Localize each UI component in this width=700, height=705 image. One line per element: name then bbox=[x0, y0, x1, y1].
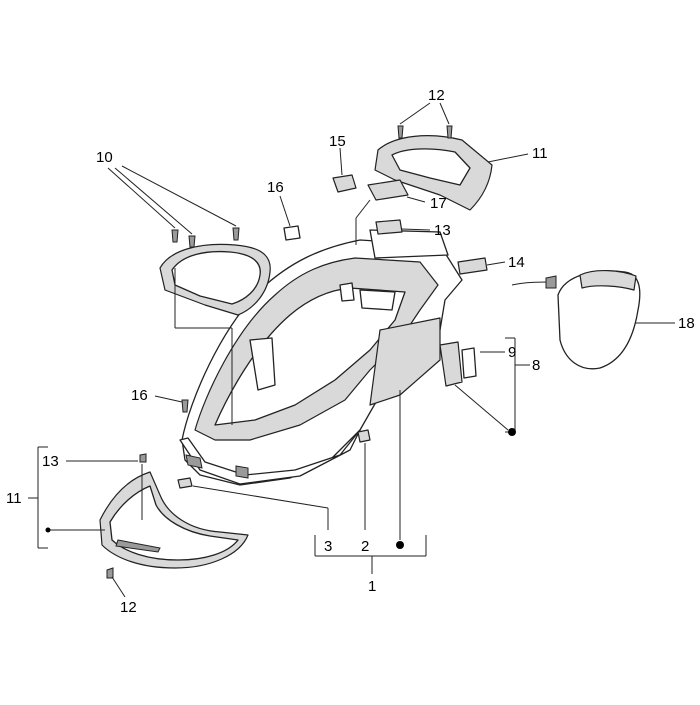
small-parts bbox=[177, 174, 488, 489]
callout-8: 8 bbox=[532, 357, 540, 374]
callout-17: 17 bbox=[430, 195, 447, 212]
lining-bag-part-18 bbox=[511, 270, 641, 370]
callout-14: 14 bbox=[508, 254, 525, 271]
left-cover-part-10 bbox=[159, 227, 271, 316]
callout-16-left: 16 bbox=[131, 387, 148, 404]
callout-2: 2 bbox=[361, 538, 369, 555]
callout-16-top: 16 bbox=[267, 179, 284, 196]
callout-3: 3 bbox=[324, 538, 332, 555]
terminal-dots bbox=[45, 428, 516, 549]
callout-18: 18 bbox=[678, 315, 695, 332]
callout-13-left: 13 bbox=[42, 453, 59, 470]
callout-12-bottom: 12 bbox=[120, 599, 137, 616]
rear-cover-part-11 bbox=[374, 125, 493, 211]
callout-1: 1 bbox=[368, 578, 376, 595]
leader-lines bbox=[28, 102, 675, 598]
callout-12-top: 12 bbox=[428, 87, 445, 104]
callout-numbers: 10 12 11 15 16 17 13 14 18 9 8 16 13 11 … bbox=[6, 87, 695, 616]
callout-10: 10 bbox=[96, 149, 113, 166]
callout-15: 15 bbox=[329, 133, 346, 150]
callout-11-top: 11 bbox=[532, 145, 548, 162]
callout-13-top: 13 bbox=[434, 222, 451, 239]
callout-9: 9 bbox=[508, 344, 516, 361]
light-unit-part-8-9 bbox=[439, 341, 477, 387]
callout-11-left: 11 bbox=[6, 490, 22, 507]
